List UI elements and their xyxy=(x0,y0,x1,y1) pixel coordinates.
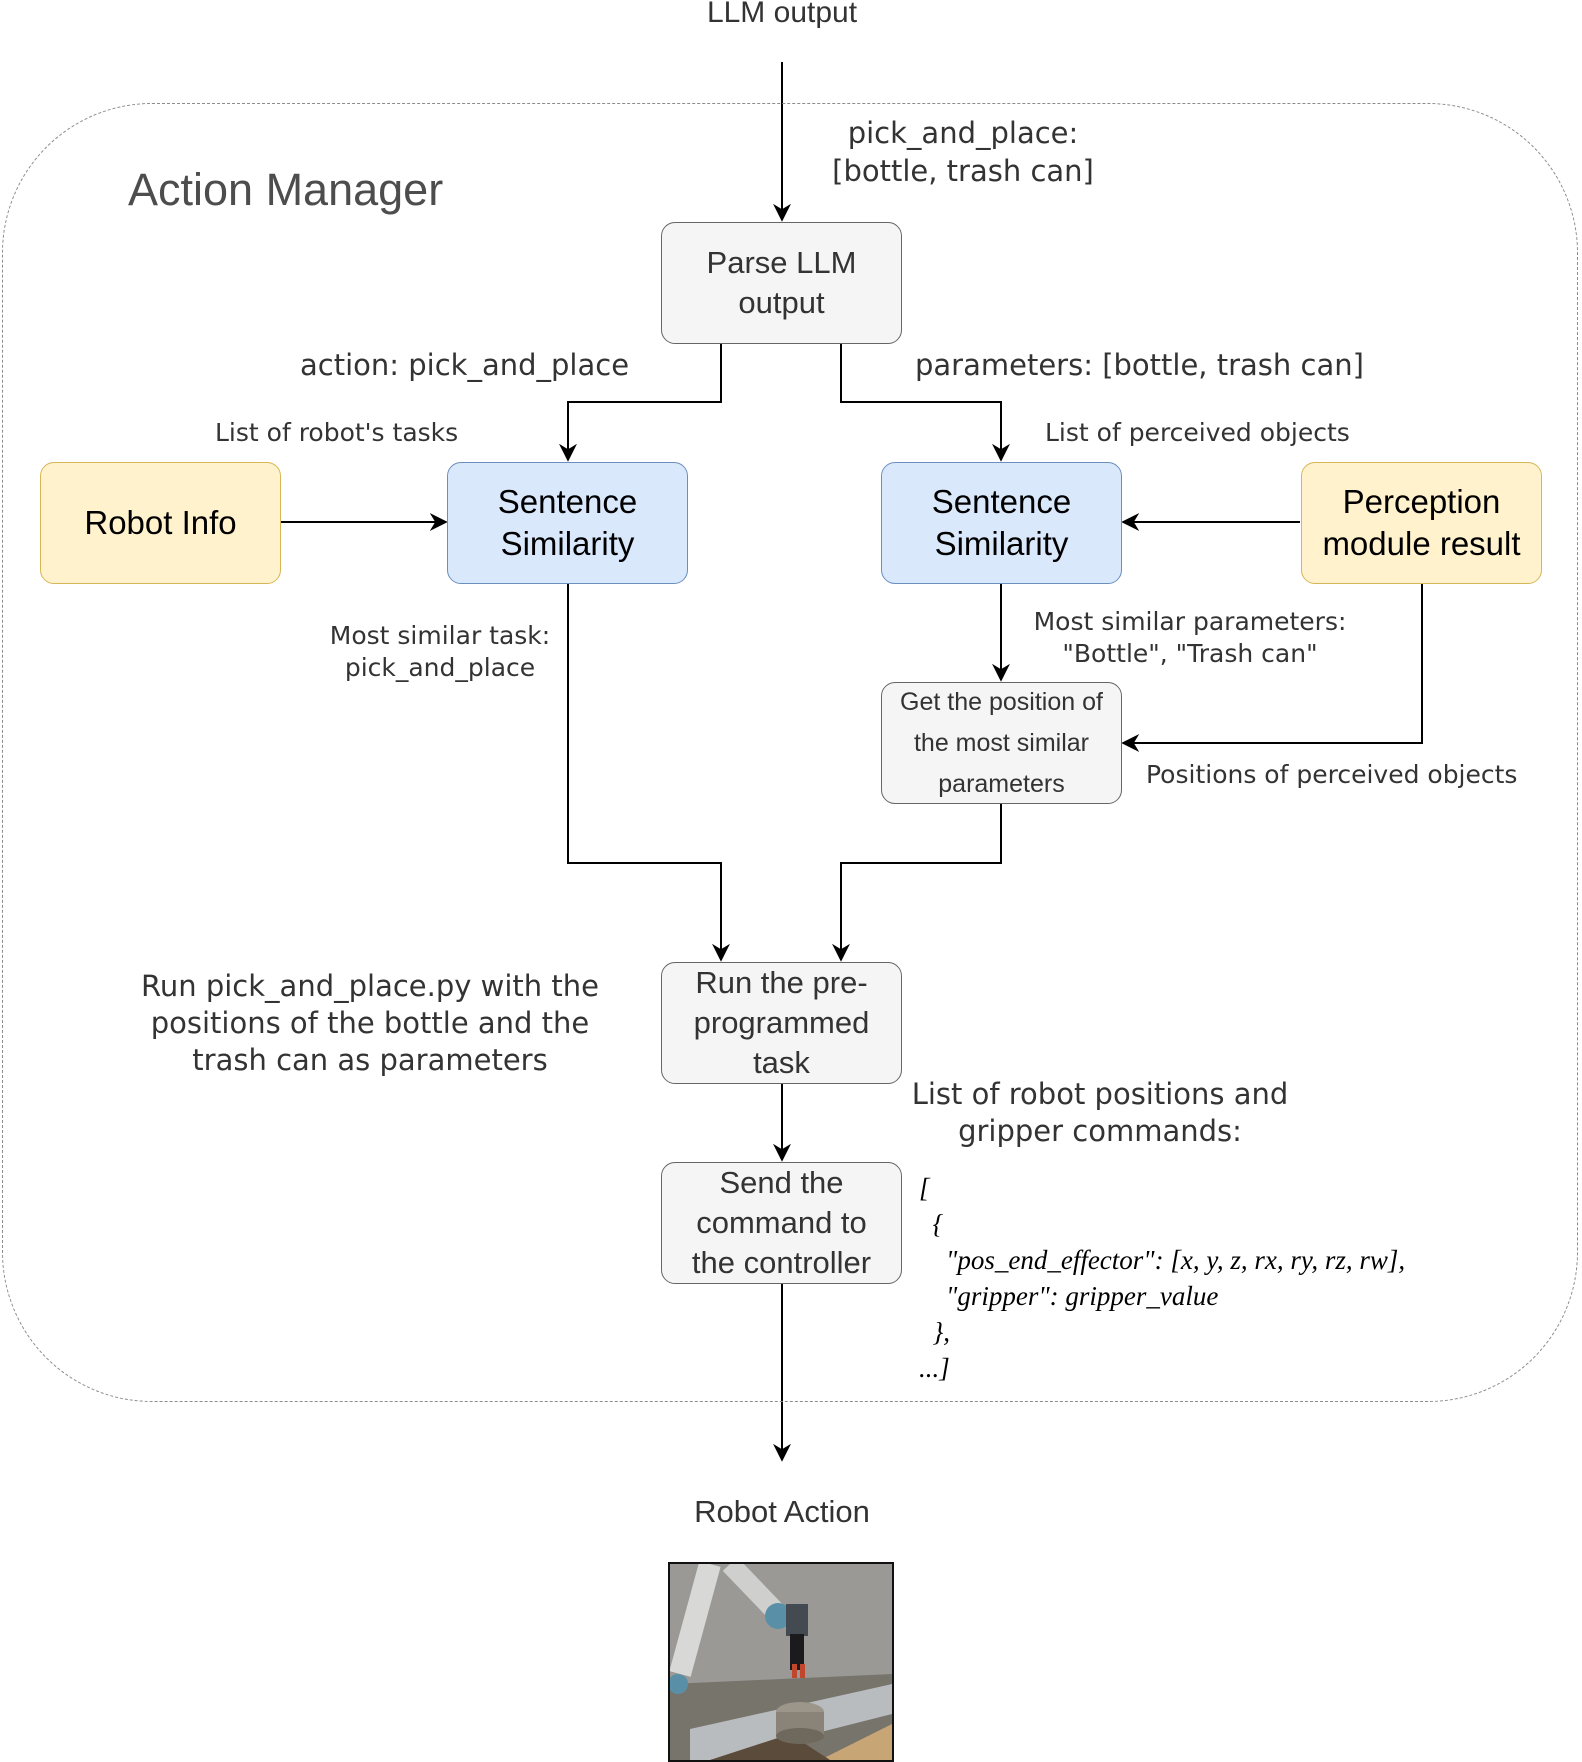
region-title: Action Manager xyxy=(128,164,444,215)
perception-line-2: module result xyxy=(1322,525,1521,562)
run-note-line-2: positions of the bottle and the xyxy=(150,1006,590,1040)
input-label: LLM output xyxy=(706,0,858,29)
most-similar-params-line-1: Most similar parameters: xyxy=(1033,607,1347,636)
edge-parse-to-sim-left xyxy=(559,344,722,462)
llm-output-action-line: pick_and_place: xyxy=(847,116,1079,150)
most-similar-task-line-1: Most similar task: xyxy=(329,621,551,650)
most-similar-params-line-2: "Bottle", "Trash can" xyxy=(1062,639,1318,668)
command-format-line-3: "pos_end_effector": [x, y, z, rx, ry, rz… xyxy=(919,1245,1406,1275)
run-task-line-1: Run the pre- xyxy=(695,965,868,1000)
robot-info-label: Robot Info xyxy=(84,503,237,541)
parse-node-line-2: output xyxy=(738,285,825,320)
parse-llm-output-node[interactable]: Parse LLM output xyxy=(661,222,902,344)
robot-action-label: Robot Action xyxy=(694,1494,870,1529)
command-format-line-6: ...] xyxy=(919,1353,950,1383)
parameters-label: parameters: [bottle, trash can] xyxy=(915,348,1364,382)
edge-sim-left-to-run xyxy=(567,584,730,962)
most-similar-params-label: Most similar parameters: "Bottle", "Tras… xyxy=(1019,606,1361,670)
commands-title-line-1: List of robot positions and xyxy=(911,1077,1289,1111)
parse-node-line-1: Parse LLM xyxy=(706,245,857,281)
run-task-line-3: task xyxy=(753,1045,810,1080)
run-task-node[interactable]: Run the pre- programmed task xyxy=(661,962,902,1084)
get-position-line-2: the most similar xyxy=(913,728,1090,757)
action-manager-region xyxy=(2,103,1578,1402)
sentence-similarity-tasks-node[interactable]: Sentence Similarity xyxy=(447,462,688,584)
commands-title-line-2: gripper commands: xyxy=(958,1114,1242,1148)
robot-action-photo xyxy=(668,1562,894,1762)
send-command-node[interactable]: Send the command to the controller xyxy=(661,1162,902,1284)
sim-right-line-2: Similarity xyxy=(934,525,1069,562)
commands-title-label: List of robot positions and gripper comm… xyxy=(900,1076,1300,1150)
command-format-line-2: { xyxy=(919,1209,944,1239)
perceived-positions-label: Positions of perceived objects xyxy=(1146,760,1518,789)
action-label: action: pick_and_place xyxy=(300,348,630,382)
sim-left-line-2: Similarity xyxy=(500,525,635,562)
command-format-block: [ { "pos_end_effector": [x, y, z, rx, ry… xyxy=(919,1170,1405,1386)
send-command-line-2: command to xyxy=(696,1205,867,1240)
perceived-objects-label: List of perceived objects xyxy=(1045,418,1350,447)
llm-output-params-line: [bottle, trash can] xyxy=(832,154,1094,188)
edge-perception-to-getpos xyxy=(1121,584,1423,752)
sentence-similarity-objects-node[interactable]: Sentence Similarity xyxy=(881,462,1122,584)
get-position-line-3: parameters xyxy=(938,769,1065,798)
most-similar-task-line-2: pick_and_place xyxy=(344,653,536,682)
robot-info-node[interactable]: Robot Info xyxy=(40,462,281,584)
run-note-line-1: Run pick_and_place.py with the xyxy=(141,969,599,1003)
perception-line-1: Perception xyxy=(1342,482,1501,520)
run-note-line-3: trash can as parameters xyxy=(192,1043,548,1077)
robot-arm-illustration xyxy=(670,1564,892,1760)
most-similar-task-label: Most similar task: pick_and_place xyxy=(318,620,562,684)
run-task-line-2: programmed xyxy=(693,1005,870,1040)
send-command-line-1: Send the xyxy=(719,1165,844,1200)
command-format-line-4: "gripper": gripper_value xyxy=(919,1281,1219,1311)
send-command-line-3: the controller xyxy=(691,1245,872,1280)
sim-left-line-1: Sentence xyxy=(497,482,638,520)
perception-module-node[interactable]: Perception module result xyxy=(1301,462,1542,584)
get-position-line-1: Get the position of xyxy=(900,687,1103,716)
run-note-label: Run pick_and_place.py with the positions… xyxy=(120,968,620,1079)
sim-right-line-1: Sentence xyxy=(931,482,1072,520)
get-position-node[interactable]: Get the position of the most similar par… xyxy=(881,682,1122,804)
edge-getpos-to-run xyxy=(832,804,1002,962)
command-format-line-5: }, xyxy=(919,1317,951,1347)
robot-tasks-label: List of robot's tasks xyxy=(215,418,459,447)
edge-parse-to-sim-right xyxy=(840,344,1010,462)
llm-output-example: pick_and_place: [bottle, trash can] xyxy=(818,114,1108,190)
command-format-line-1: [ xyxy=(919,1173,930,1203)
